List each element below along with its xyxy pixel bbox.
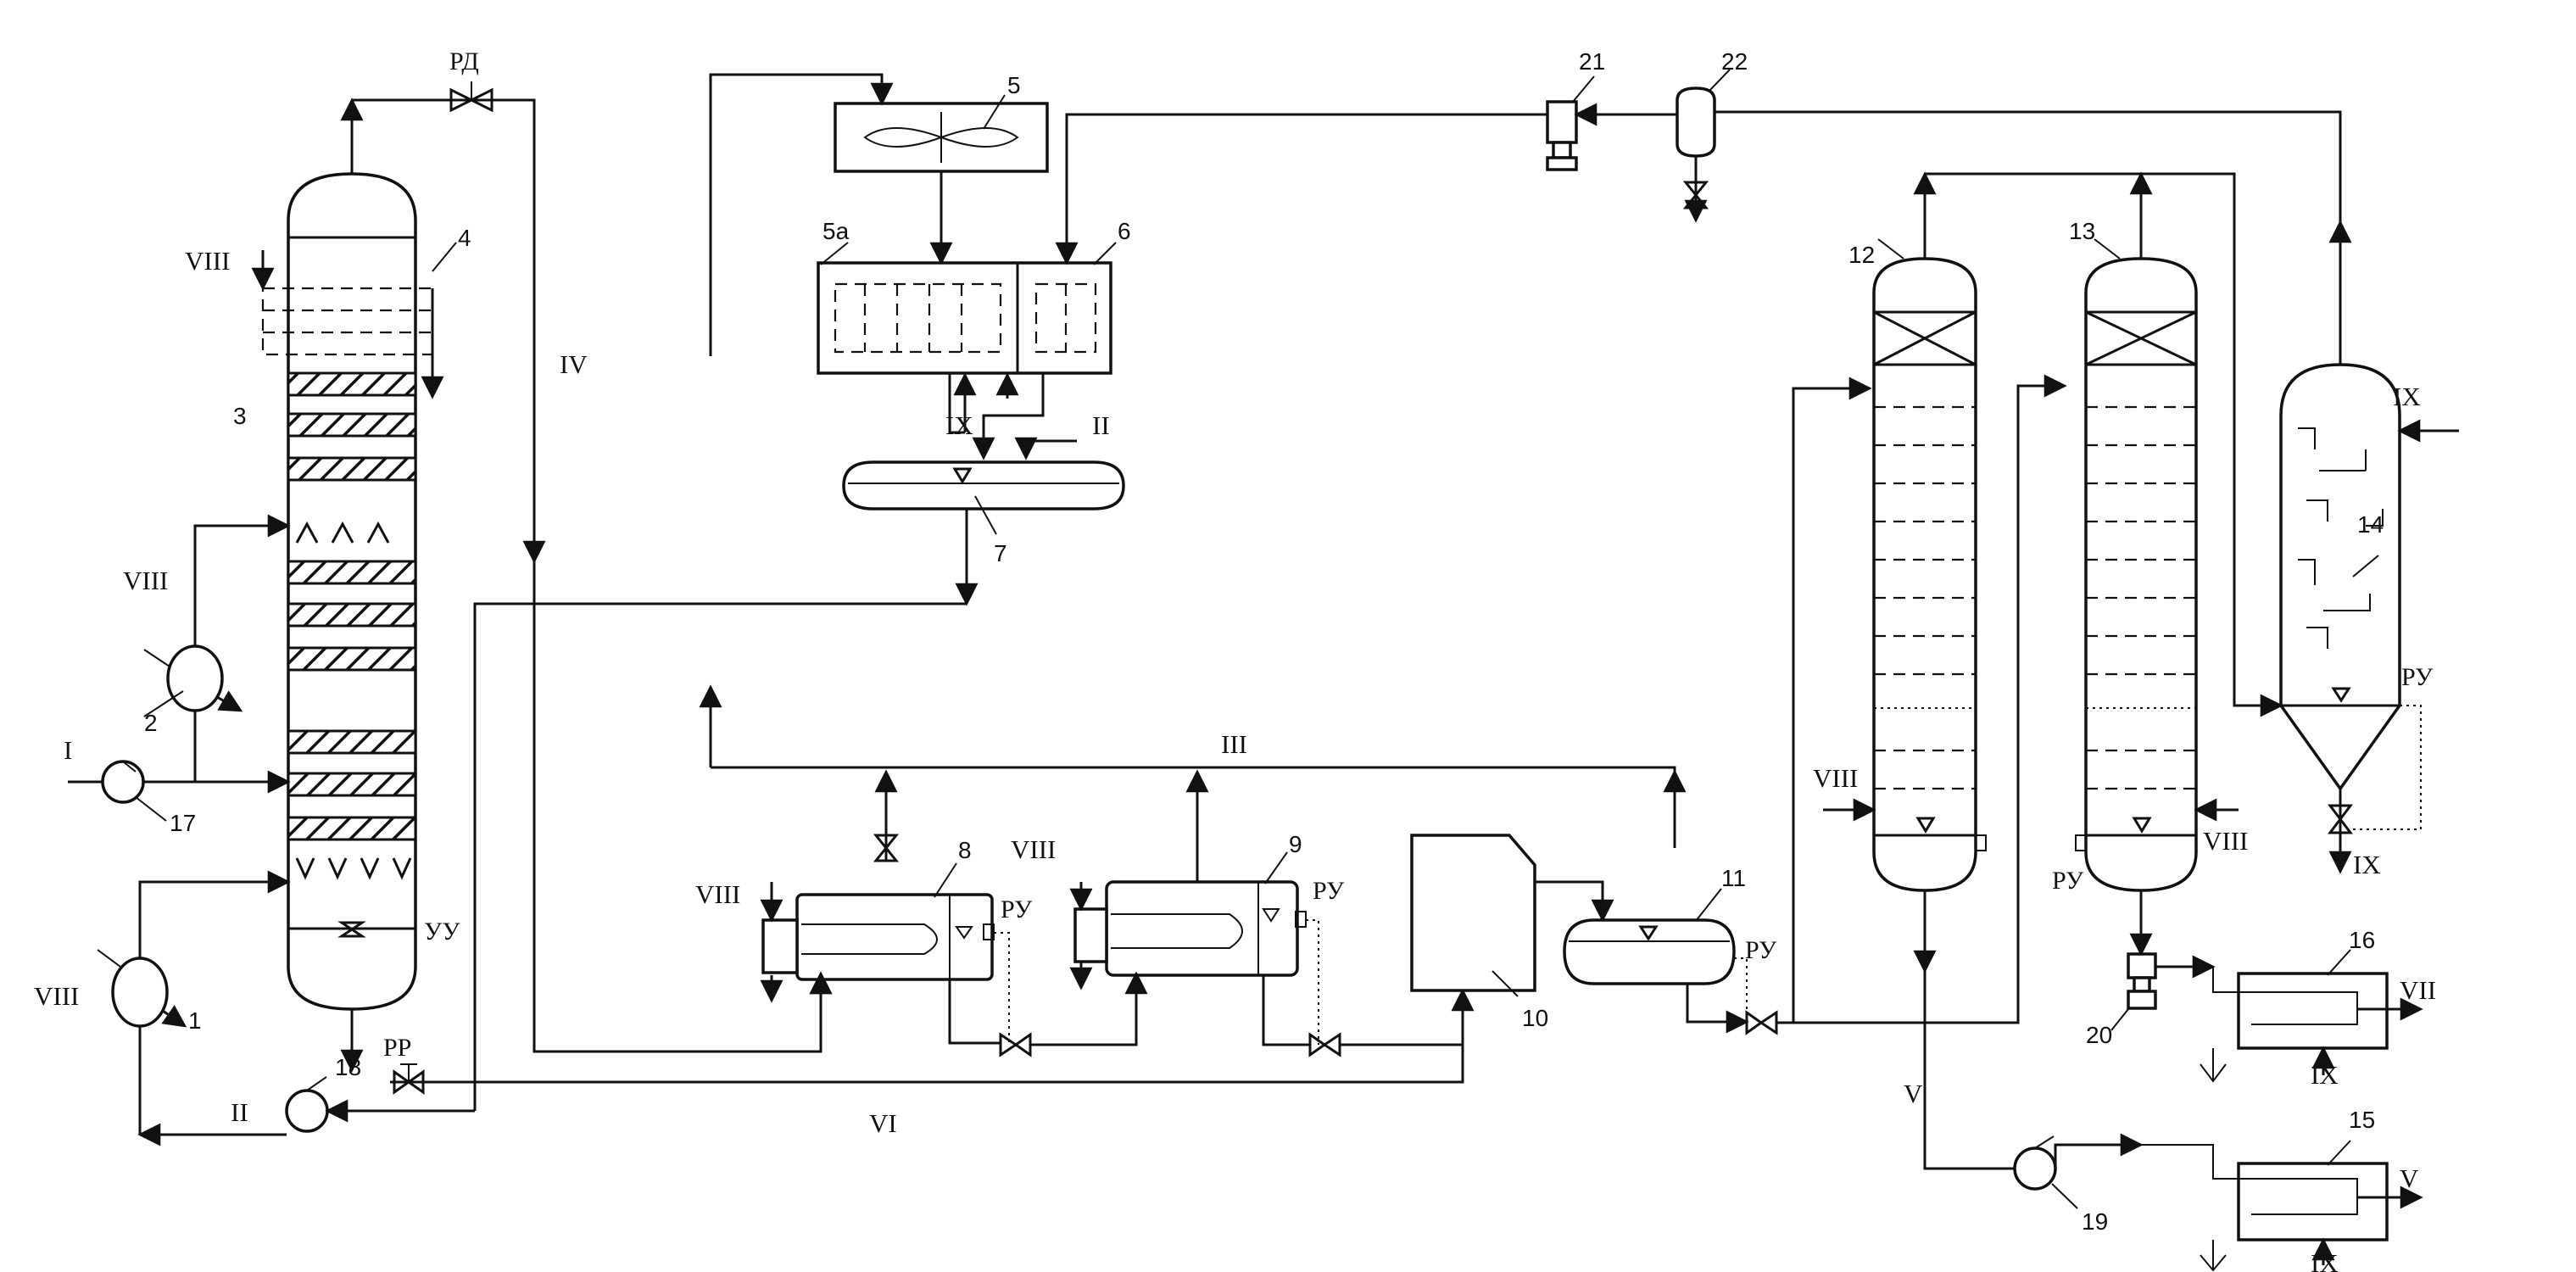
stream-VIII-9: VIII	[1011, 834, 1056, 864]
internal-cooler-4	[251, 242, 457, 399]
stream-VIII-8: VIII	[695, 879, 740, 909]
label-16: 16	[2349, 927, 2375, 953]
label-22: 22	[1721, 48, 1748, 75]
label-19: 19	[2082, 1208, 2108, 1235]
stream-III: III	[1221, 729, 1247, 759]
label-4: 4	[458, 225, 471, 251]
bottoms-line	[137, 602, 1475, 1146]
column-12	[1823, 171, 2014, 1170]
stream-VIII-low: VIII	[34, 981, 79, 1011]
stream-IX-14in: IX	[2393, 382, 2421, 411]
equipment-labels: 1 2 3 4 5 5a 6 7 8 9 10 11 12 13 14 15 1…	[144, 48, 2384, 1235]
control-labels: РД РР УУ РУ РУ РУ РУ РУ	[383, 47, 2434, 1062]
label-7: 7	[994, 540, 1007, 566]
stream-II-top: II	[1092, 410, 1110, 440]
stream-VIII-12: VIII	[1813, 763, 1858, 793]
cooler-15	[2141, 1140, 2423, 1272]
tank-10	[1410, 834, 1614, 997]
label-14: 14	[2357, 511, 2384, 538]
stream-IX-16: IX	[2311, 1060, 2339, 1090]
label-1: 1	[188, 1007, 202, 1034]
control-ru-13: РУ	[2052, 867, 2084, 895]
label-18: 18	[335, 1054, 361, 1080]
control-uu: УУ	[424, 918, 460, 946]
stream-VIII-13: VIII	[2203, 826, 2248, 856]
label-9: 9	[1289, 831, 1302, 857]
stream-I: I	[64, 735, 72, 765]
label-5: 5	[1007, 72, 1021, 98]
label-21: 21	[1579, 48, 1605, 75]
stream-V-low: V	[1904, 1079, 1923, 1108]
control-rr: РР	[383, 1034, 411, 1062]
stream-VIII-top: VIII	[185, 246, 230, 276]
separator-11	[1563, 374, 2067, 1035]
air-cooler-5	[834, 94, 1049, 173]
label-5a: 5a	[822, 218, 850, 244]
label-10: 10	[1522, 1005, 1548, 1031]
overhead-line	[340, 81, 833, 1053]
label-6: 6	[1118, 218, 1131, 244]
pump-20	[2110, 952, 2216, 1031]
control-ru-8: РУ	[1001, 895, 1033, 923]
control-ru-11: РУ	[1745, 936, 1777, 964]
control-ru-9: РУ	[1313, 877, 1345, 905]
column-13	[2075, 171, 2239, 957]
pump-17	[68, 760, 291, 822]
stream-VII: VII	[2400, 975, 2436, 1005]
drum-22	[1676, 69, 1731, 223]
reboiler-9	[1030, 851, 1463, 1057]
heater-2	[143, 514, 291, 782]
stream-IX-14out: IX	[2353, 850, 2381, 879]
cooler-16	[2200, 949, 2423, 1083]
stream-II-left: II	[231, 1097, 248, 1127]
separator-7	[842, 460, 1125, 606]
label-17: 17	[170, 810, 196, 836]
label-12: 12	[1848, 242, 1875, 268]
stream-IX-15: IX	[2311, 1248, 2339, 1272]
stream-IV: IV	[560, 349, 588, 379]
line-III	[699, 684, 1687, 882]
label-3: 3	[233, 403, 247, 429]
pump-21	[1546, 75, 1677, 171]
stream-VIII-mid: VIII	[123, 566, 168, 595]
label-13: 13	[2069, 218, 2095, 244]
label-11: 11	[1721, 865, 1746, 891]
main-column-3	[287, 172, 417, 1011]
control-rd: РД	[449, 47, 479, 75]
stream-labels: I II II III IV V V VI VII VIII VIII VIII…	[34, 246, 2436, 1272]
label-20: 20	[2086, 1022, 2112, 1048]
column-14	[1689, 100, 2459, 874]
reboiler-8	[760, 862, 1032, 1057]
control-ru-14: РУ	[2401, 663, 2434, 691]
stream-VI: VI	[869, 1108, 897, 1138]
heater-1	[97, 870, 291, 1135]
label-2: 2	[144, 710, 158, 736]
heat-exchanger-5a-6	[817, 242, 1117, 375]
stream-V-right: V	[2400, 1163, 2419, 1193]
pump-19	[2013, 1133, 2144, 1209]
condensate-lines	[948, 372, 1077, 460]
stream-IX-7: IX	[945, 410, 973, 440]
label-15: 15	[2349, 1107, 2375, 1133]
label-8: 8	[958, 837, 972, 863]
